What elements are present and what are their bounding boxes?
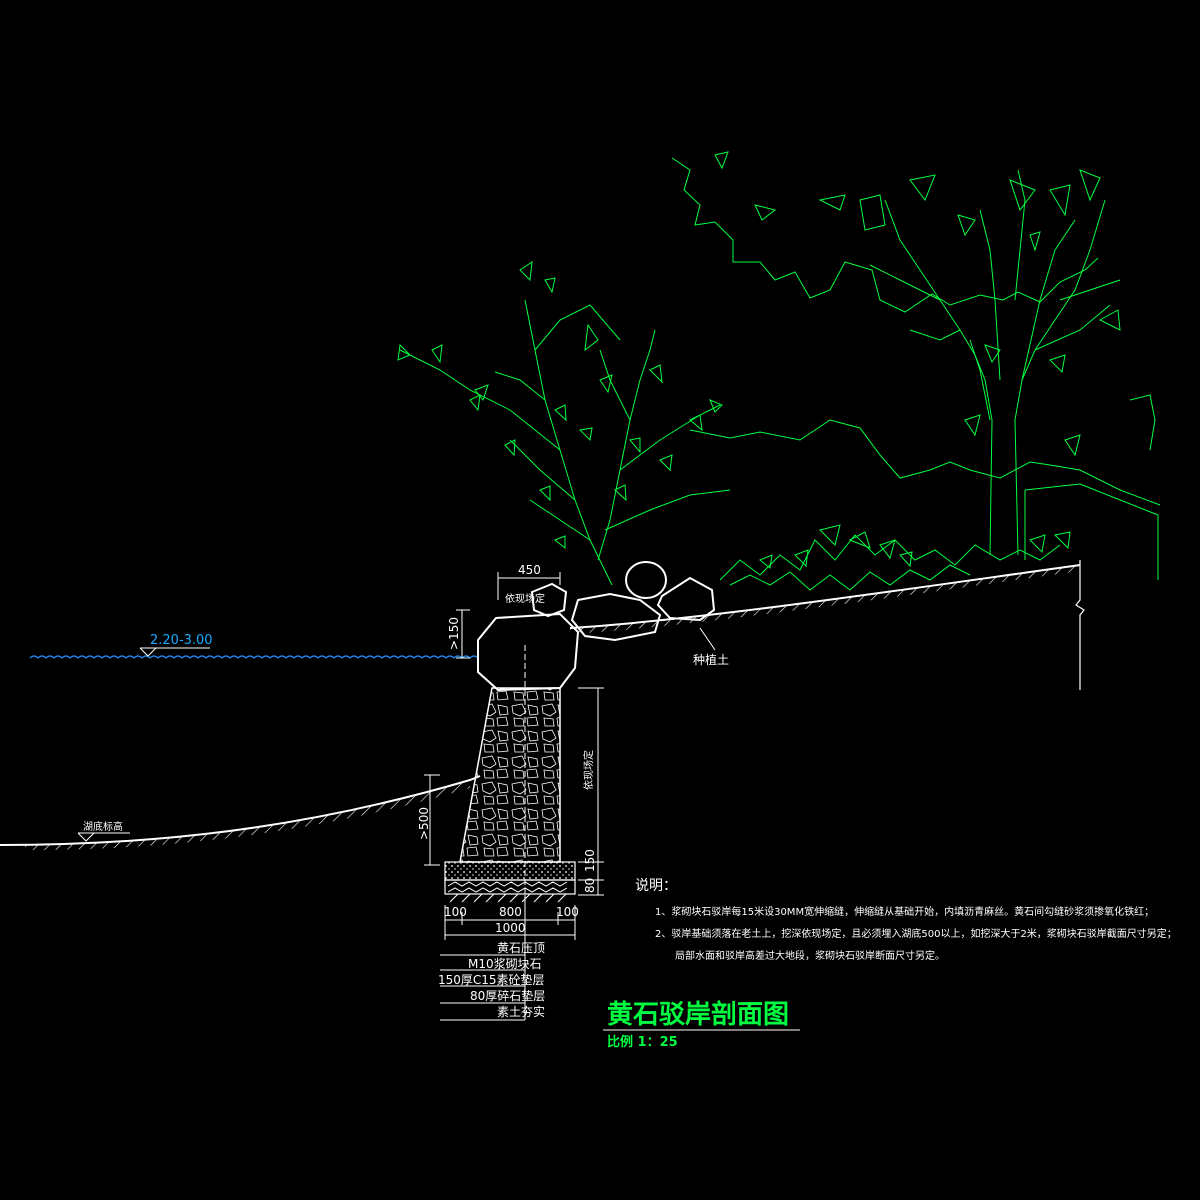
per-site-top-label: 依现场定 bbox=[505, 592, 545, 605]
base-dim-right: 100 bbox=[556, 905, 579, 919]
note-1: 1、浆砌块石驳岸每15米设30MM宽伸缩缝，伸缩缝从基础开始，内填沥青麻丝。黄石… bbox=[655, 905, 1154, 918]
layer-label-5: 素土夯实 bbox=[497, 1004, 545, 1019]
tree-left bbox=[397, 260, 731, 586]
base-dim-mid: 800 bbox=[499, 905, 522, 919]
per-site-side-label: 依现场定 bbox=[582, 750, 595, 790]
rubble-masonry-wall bbox=[459, 687, 561, 863]
layer-label-1: 黄石压顶 bbox=[497, 941, 545, 955]
drawing-title: 黄石驳岸剖面图 bbox=[607, 999, 789, 1030]
dim-80-base-label: 80 bbox=[583, 878, 597, 893]
dimension-lines bbox=[78, 572, 800, 1031]
concrete-cushion bbox=[444, 861, 576, 881]
base-dim-left: 100 bbox=[444, 905, 467, 919]
lake-bottom-ground bbox=[0, 775, 481, 850]
tree-canopy-right bbox=[671, 151, 1161, 580]
layer-label-4: 80厚碎石垫层 bbox=[470, 988, 545, 1003]
dim-450-label: 450 bbox=[518, 563, 541, 577]
level-markers bbox=[77, 647, 157, 842]
section-break-line bbox=[1075, 560, 1085, 690]
planting-soil-label: 种植土 bbox=[693, 652, 729, 667]
water-level-label: 2.20-3.00 bbox=[150, 633, 213, 648]
note-2: 2、驳岸基础须落在老土上，挖深依现场定，且必须埋入湖底500以上，如挖深大于2米… bbox=[655, 927, 1177, 940]
notes-heading: 说明： bbox=[635, 878, 677, 894]
dim-500-label: >500 bbox=[417, 807, 431, 840]
bank-ground bbox=[569, 564, 1081, 634]
dim-150-base-label: 150 bbox=[583, 849, 597, 872]
layer-label-3: 150厚C15素砼垫层 bbox=[438, 972, 545, 987]
shrubs bbox=[719, 524, 1071, 591]
water-surface bbox=[29, 655, 479, 659]
base-dim-total: 1000 bbox=[495, 921, 526, 935]
lake-bottom-label: 湖底标高 bbox=[83, 820, 123, 833]
dim-150-top-label: >150 bbox=[447, 617, 461, 650]
drawing-scale: 比例 1：25 bbox=[607, 1034, 678, 1050]
gravel-cushion bbox=[444, 879, 576, 895]
compacted-soil bbox=[445, 893, 575, 903]
note-3: 局部水面和驳岸高差过大地段，浆砌块石驳岸断面尺寸另定。 bbox=[675, 949, 945, 962]
layer-label-2: M10浆砌块石 bbox=[468, 956, 542, 971]
yellow-stone-boulders bbox=[477, 561, 716, 692]
